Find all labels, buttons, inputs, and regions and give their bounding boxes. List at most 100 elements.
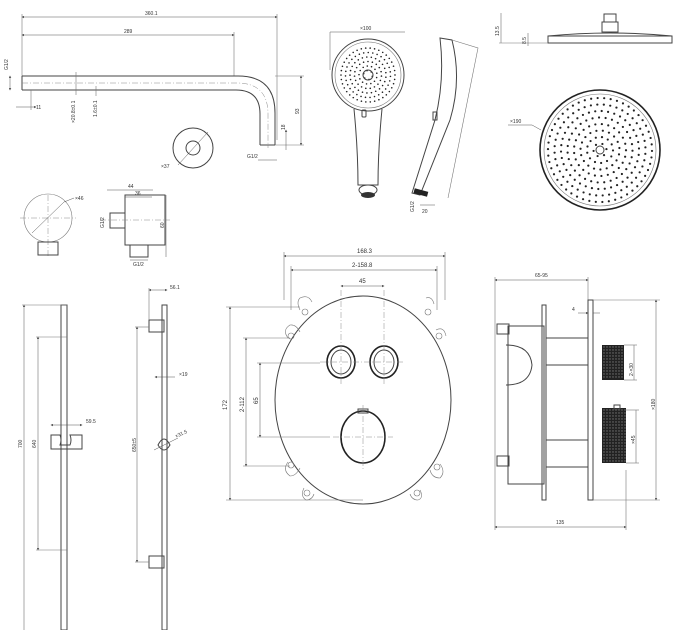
nozzle-dot [620, 189, 623, 192]
nozzle-dot [600, 161, 603, 165]
nozzle-dot [582, 128, 585, 131]
nozzle-dot [562, 121, 566, 124]
nozzle-dot [633, 166, 637, 169]
label-elbow-thread: G1/2 [100, 217, 106, 228]
nozzle-dot [595, 129, 598, 132]
knurl-dot [615, 412, 617, 414]
nozzle-dot [393, 78, 396, 81]
knurl-dot [624, 448, 626, 450]
overhead-plate-side [547, 35, 673, 44]
nozzle-dot [614, 198, 617, 201]
knurl-dot [624, 418, 626, 420]
knurl-dot [621, 439, 623, 441]
slider-holder-side[interactable] [157, 438, 171, 451]
nozzle-dot [596, 181, 599, 184]
nozzle-dot [566, 144, 569, 148]
knurl-dot [609, 346, 611, 348]
knurl-dot [609, 358, 611, 360]
nozzle-dot [385, 94, 388, 96]
knurl-dot [621, 358, 623, 360]
knurl-dot [621, 355, 623, 357]
knurl-dot [615, 460, 617, 462]
knurl-dot [615, 355, 617, 357]
knurl-dot [609, 352, 611, 354]
knurl-dot [603, 346, 605, 348]
nozzle-dot [604, 116, 607, 120]
nozzle-dot [608, 193, 611, 196]
label-valve-mount-w: 2-158.8 [352, 263, 373, 269]
label-holder-width: 59.5 [86, 419, 96, 425]
nozzle-dot [559, 150, 563, 153]
nozzle-dot [603, 181, 606, 184]
nozzle-dot [625, 193, 629, 196]
knurl-dot [603, 352, 605, 354]
nozzle-dot [365, 101, 367, 103]
knurl-dot [624, 430, 626, 432]
label-length-to-bend: 289 [124, 29, 133, 35]
nozzle-dot [594, 123, 597, 126]
knurl-dot [612, 427, 614, 429]
nozzle-dot [554, 138, 557, 141]
nozzle-dot [344, 75, 347, 77]
knurl-dot [615, 421, 617, 423]
nozzle-dot [392, 65, 395, 67]
nozzle-dot [590, 97, 593, 100]
nozzle-dot [388, 66, 390, 69]
nozzle-dot [605, 167, 608, 170]
nozzle-dot [636, 185, 639, 188]
valve-cover-plate [587, 299, 594, 501]
knurl-dot [606, 373, 608, 375]
knurl-dot [624, 457, 626, 459]
nozzle-dot [644, 146, 647, 149]
nozzle-dot [352, 51, 354, 54]
nozzle-dot [637, 113, 640, 117]
knurl-dot [603, 451, 605, 453]
knurl-dot [618, 349, 620, 351]
nozzle-dot [621, 125, 624, 129]
knob-large-side[interactable] [602, 408, 626, 463]
nozzle-dot [371, 61, 374, 64]
nozzle-dot [587, 172, 590, 175]
nozzle-dot [366, 65, 369, 67]
nozzle-dot [573, 151, 576, 155]
label-knob-large: ×45 [631, 435, 637, 444]
nozzle-dot [577, 101, 580, 104]
nozzle-dot [641, 133, 644, 136]
nozzle-dot [630, 156, 633, 159]
nozzle-dot [643, 139, 646, 142]
nozzle-dot [563, 131, 567, 134]
knurl-dot [606, 418, 608, 420]
knurl-dot [618, 424, 620, 426]
nozzle-dot [353, 75, 356, 77]
nozzle-dot [624, 119, 627, 122]
nozzle-dot [644, 174, 647, 177]
knurl-dot [609, 454, 611, 456]
nozzle-dot [558, 170, 561, 173]
knurl-dot [603, 460, 605, 462]
nozzle-dot [360, 100, 363, 102]
nozzle-dot [351, 82, 354, 85]
nozzle-dot [343, 87, 346, 89]
knurl-dot [621, 415, 623, 417]
nozzle-dot [343, 61, 346, 63]
nozzle-dot [625, 130, 629, 134]
knurl-dot [603, 415, 605, 417]
nozzle-dot [573, 178, 576, 181]
nozzle-dot [387, 84, 389, 86]
nozzle-dot [616, 140, 619, 143]
nozzle-dot [345, 90, 348, 93]
slider-holder-front[interactable] [50, 434, 83, 450]
knurl-dot [618, 361, 620, 363]
nozzle-dot [377, 49, 380, 52]
nozzle-dot [639, 127, 642, 130]
nozzle-dot [359, 78, 361, 80]
nozzle-dot [601, 200, 604, 204]
knurl-dot [606, 415, 608, 417]
knurl-dot [624, 454, 626, 456]
knurl-dot [618, 346, 620, 348]
nozzle-dot [349, 69, 352, 72]
nozzle-dot [614, 191, 617, 194]
knurl-dot [612, 448, 614, 450]
knurl-dot [618, 427, 620, 429]
